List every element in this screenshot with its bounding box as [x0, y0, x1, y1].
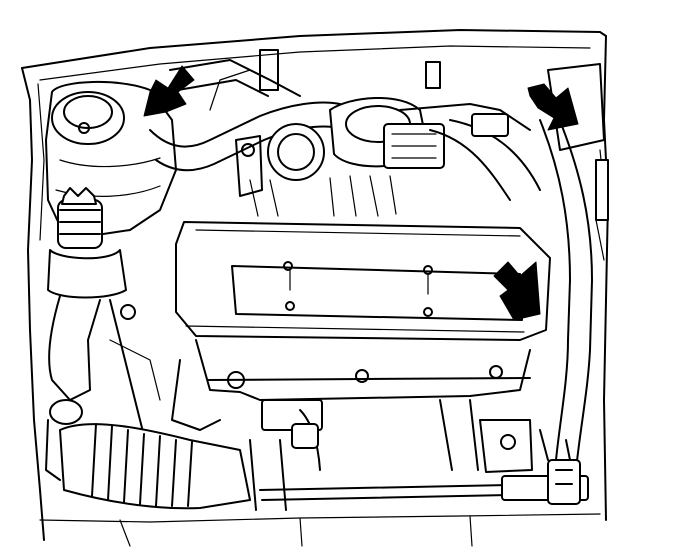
- valve-cover: [175, 221, 551, 341]
- sensor-connector: [501, 429, 589, 505]
- compartment-outline: [21, 29, 609, 541]
- corrugated-hose: [45, 399, 251, 510]
- hose-assembly-left: [47, 187, 151, 461]
- callout-arrows: [143, 65, 579, 321]
- callout-arrow-3: [493, 261, 541, 321]
- wiring-harness-top: [383, 103, 541, 201]
- detail-lines: [39, 49, 601, 547]
- engine-block: [171, 339, 533, 473]
- callout-arrow-2: [527, 83, 579, 131]
- callout-arrow-1: [143, 65, 195, 117]
